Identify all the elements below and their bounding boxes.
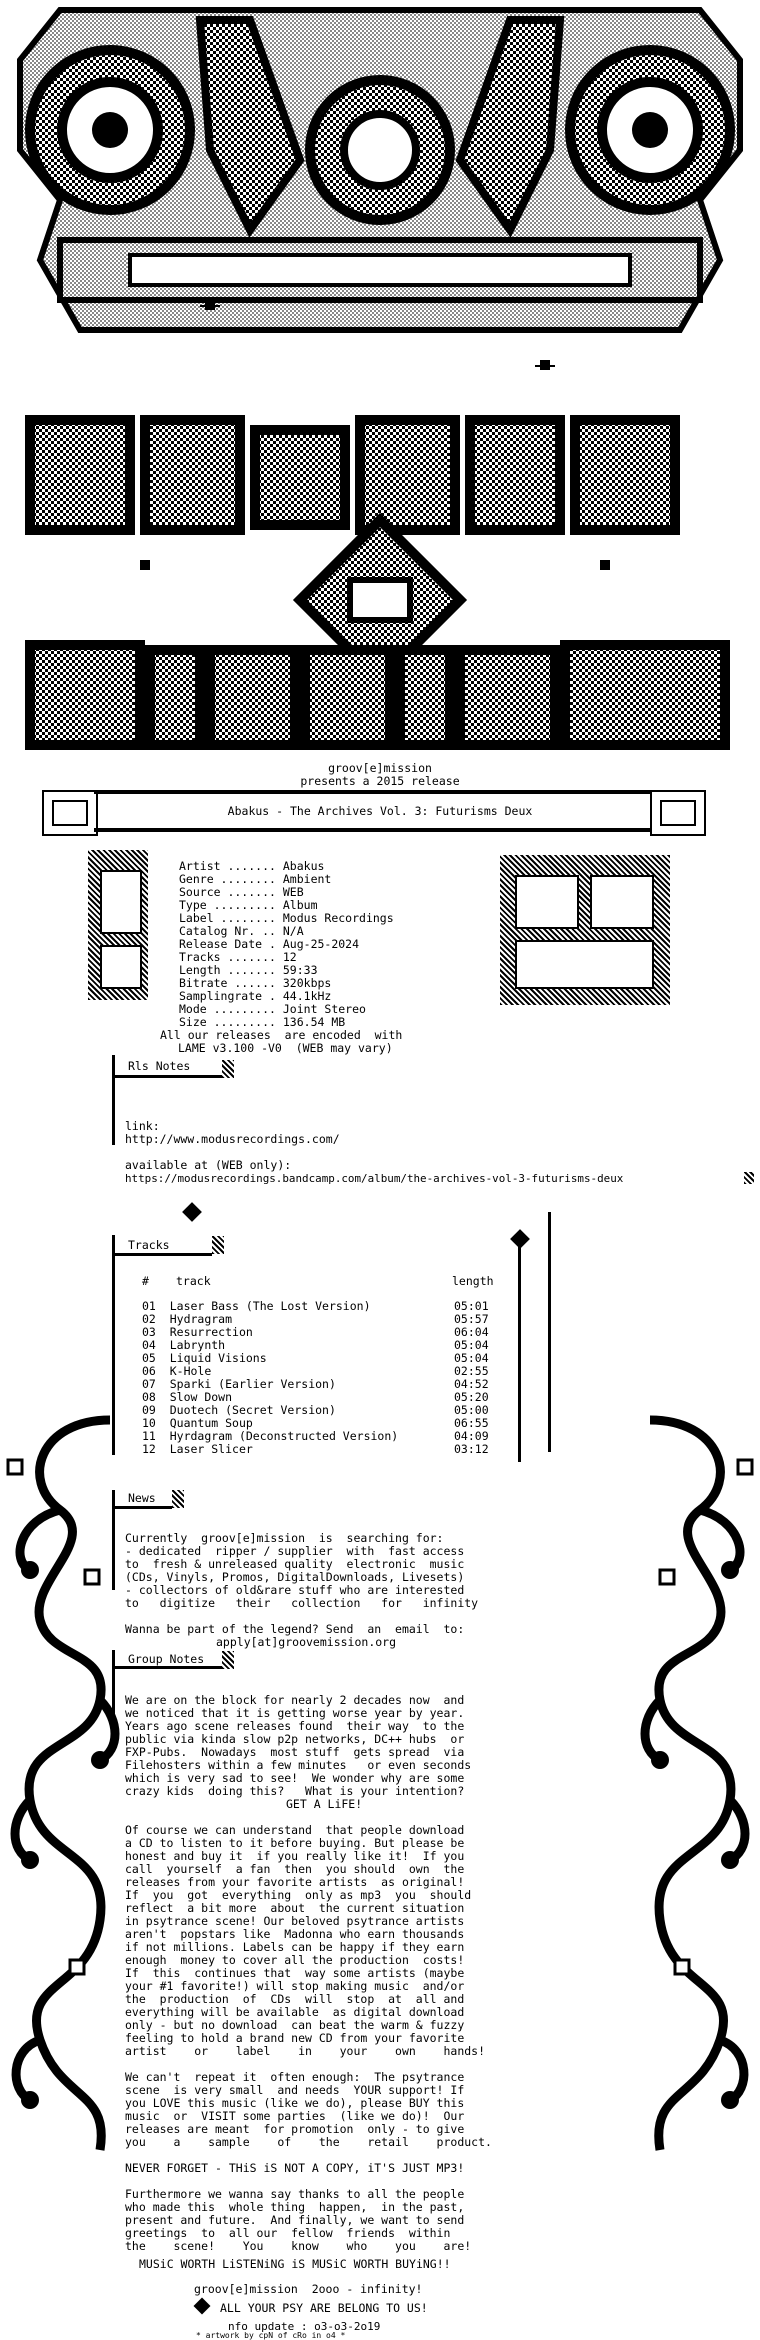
link-label: link: bbox=[125, 1119, 160, 1133]
psy-belong-line: ALL YOUR PSY ARE BELONG TO US! bbox=[220, 2301, 428, 2315]
artwork-credit: * artwork by cpN of cRo in o4 * bbox=[196, 2331, 346, 2340]
info-row: Length ....... 59:33 bbox=[179, 963, 318, 977]
rls-border bbox=[112, 1055, 115, 1145]
rls-notes-label: Rls Notes bbox=[125, 1060, 194, 1073]
info-row: Size ......... 136.54 MB bbox=[179, 1015, 346, 1029]
get-a-life: GET A LiFE! bbox=[286, 1797, 363, 1811]
col-header-length: length bbox=[452, 1274, 494, 1288]
group-name: groov[e]mission bbox=[328, 761, 432, 775]
homepage-link[interactable]: http://www.modusrecordings.com/ bbox=[125, 1132, 340, 1146]
presents-line: presents a 2015 release bbox=[300, 774, 460, 788]
group-notes-label: Group Notes bbox=[125, 1653, 208, 1666]
group-notes-p2: Of course we can understand that people … bbox=[125, 1823, 486, 2058]
bandcamp-link[interactable]: https://modusrecordings.bandcamp.com/alb… bbox=[125, 1172, 624, 1185]
sparkle-icon bbox=[193, 2297, 211, 2315]
news-tab-ornament bbox=[172, 1490, 184, 1508]
news-label: News bbox=[125, 1492, 159, 1505]
right-vine-ornament bbox=[640, 1415, 754, 2151]
info-row: Genre ........ Ambient bbox=[179, 872, 332, 886]
info-row: Release Date . Aug-25-2024 bbox=[179, 937, 360, 951]
group-notes-tab-ornament bbox=[222, 1651, 234, 1669]
encode-note-1: All our releases are encoded with bbox=[160, 1028, 403, 1042]
link-end-ornament bbox=[744, 1172, 754, 1184]
info-row: Artist ....... Abakus bbox=[179, 859, 325, 873]
info-row: Label ........ Modus Recordings bbox=[179, 911, 394, 925]
news-border bbox=[112, 1490, 115, 1590]
group-notes-underline bbox=[112, 1666, 222, 1669]
info-row: Catalog Nr. .. N/A bbox=[179, 924, 304, 938]
release-title: Abakus - The Archives Vol. 3: Futurisms … bbox=[227, 804, 533, 818]
group-notes-border bbox=[112, 1650, 115, 1730]
nfo-update: nfo update : o3-o3-2o19 bbox=[228, 2320, 381, 2333]
col-header-number: # bbox=[142, 1274, 149, 1288]
release-info: Artist ....... Abakus Genre ........ Amb… bbox=[175, 860, 398, 1029]
news-underline bbox=[112, 1506, 172, 1509]
never-forget: NEVER FORGET - THiS iS NOT A COPY, iT'S … bbox=[125, 2161, 465, 2175]
group-notes-p4: Furthermore we wanna say thanks to all t… bbox=[125, 2187, 472, 2253]
want-line: Wanna be part of the legend? Send an ema… bbox=[125, 1622, 465, 1636]
info-row: Bitrate ...... 320kbps bbox=[179, 976, 332, 990]
info-row: Mode ......... Joint Stereo bbox=[179, 1002, 366, 1016]
track-list: 01 Laser Bass (The Lost Version)05:01 02… bbox=[142, 1300, 502, 1456]
available-label: available at (WEB only): bbox=[125, 1158, 292, 1172]
left-vine-ornament bbox=[6, 1415, 120, 2151]
col-header-track: track bbox=[176, 1274, 211, 1288]
encode-note-2: LAME v3.100 -V0 (WEB may vary) bbox=[178, 1041, 393, 1055]
info-row: Type ......... Album bbox=[179, 898, 318, 912]
table-row: 07 Sparki (Earlier Version)04:52 bbox=[142, 1377, 489, 1391]
infinity-line: groov[e]mission 2ooo - infinity! bbox=[194, 2282, 423, 2296]
news-body: Currently groov[e]mission is searching f… bbox=[125, 1531, 479, 1610]
table-row: 11 Hyrdagram (Deconstructed Version)04:0… bbox=[142, 1429, 489, 1443]
info-row: Tracks ....... 12 bbox=[179, 950, 297, 964]
rls-underline bbox=[112, 1075, 222, 1078]
table-row: 09 Duotech (Secret Version)05:00 bbox=[142, 1403, 489, 1417]
group-notes-p3: We can't repeat it often enough: The psy… bbox=[125, 2070, 492, 2149]
groovemission-logo-art bbox=[17, 7, 743, 750]
music-worth-line: MUSiC WORTH LiSTENiNG iS MUSiC WORTH BUY… bbox=[139, 2257, 451, 2271]
info-row: Samplingrate . 44.1kHz bbox=[179, 989, 332, 1003]
tracks-label: Tracks bbox=[125, 1239, 173, 1252]
table-row: 01 Laser Bass (The Lost Version)05:01 bbox=[142, 1299, 489, 1313]
rls-tab-ornament bbox=[222, 1060, 234, 1078]
info-row: Source ....... WEB bbox=[179, 885, 304, 899]
apply-email[interactable]: apply[at]groovemission.org bbox=[216, 1635, 397, 1649]
group-notes-p1: We are on the block for nearly 2 decades… bbox=[125, 1693, 472, 1798]
